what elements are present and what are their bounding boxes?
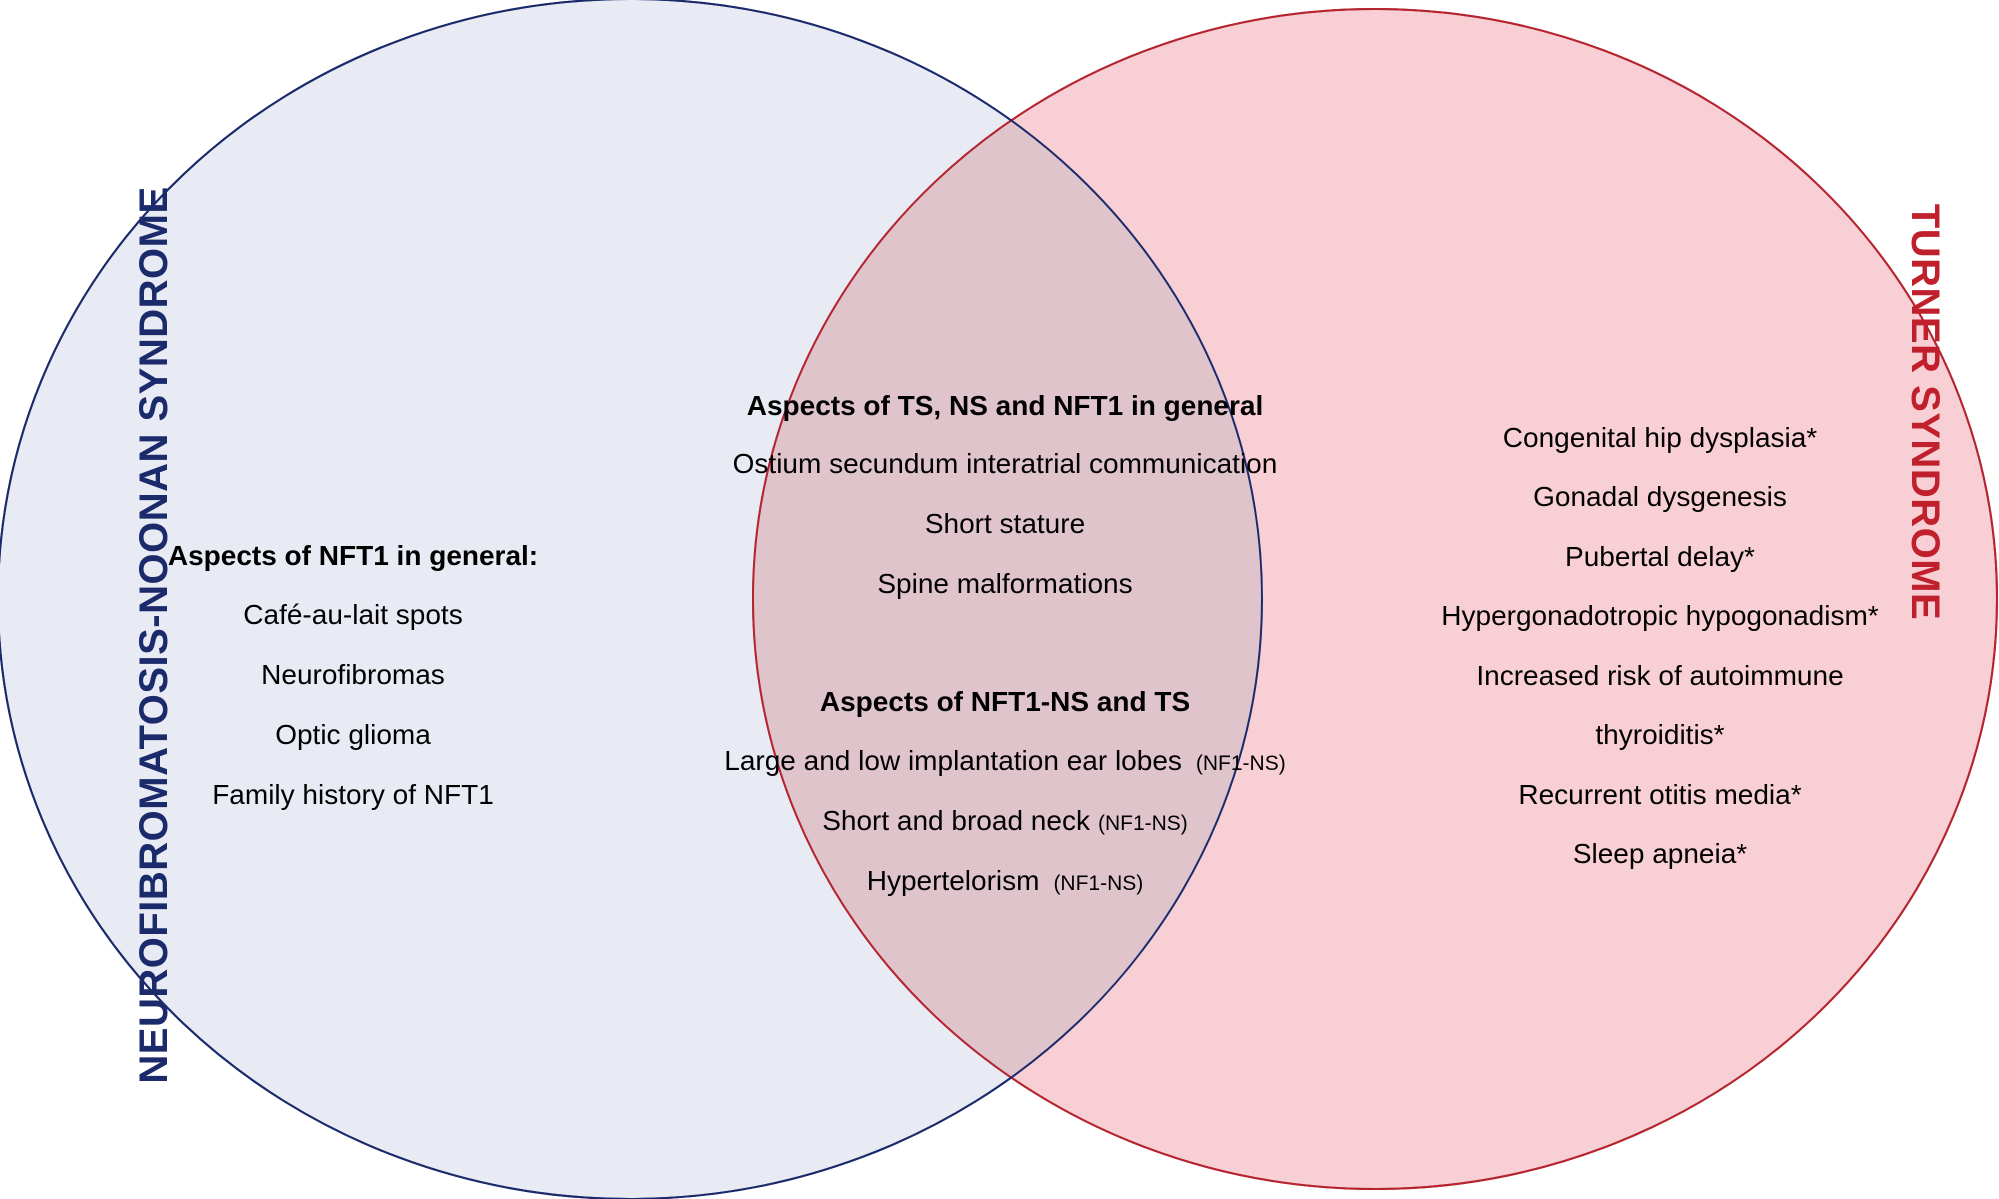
right-circle-title: TURNER SYNDROME [1903,204,1947,620]
overlap-item: Ostium secundum interatrial communicatio… [733,448,1278,479]
right-item: Recurrent otitis media* [1518,779,1801,810]
right-item: Pubertal delay* [1565,541,1755,572]
overlap-region [753,9,1262,1189]
overlap-item-with-tag: Large and low implantation ear lobes (NF1… [724,745,1285,776]
overlap-item-text: Short and broad neck [822,805,1091,836]
right-item: Hypergonadotropic hypogonadism* [1441,600,1878,631]
right-item: Sleep apneia* [1573,838,1747,869]
left-item: Neurofibromas [261,659,445,690]
right-item: Increased risk of autoimmune [1476,660,1843,691]
right-item: Gonadal dysgenesis [1533,481,1787,512]
left-heading: Aspects of NFT1 in general: [168,540,538,571]
right-item: thyroiditis* [1595,719,1724,750]
left-item: Family history of NFT1 [212,779,494,810]
overlap-item: Short stature [925,508,1085,539]
overlap-item-with-tag: Hypertelorism (NF1-NS) [867,865,1144,896]
nf1-ns-tag: (NF1-NS) [1053,872,1143,895]
left-item: Café-au-lait spots [243,599,462,630]
left-item: Optic glioma [275,719,431,750]
overlap-heading-1: Aspects of TS, NS and NFT1 in general [747,390,1264,421]
nf1-ns-tag: (NF1-NS) [1098,812,1188,835]
overlap-item: Spine malformations [877,568,1132,599]
overlap-heading-2: Aspects of NFT1-NS and TS [820,686,1190,717]
left-circle-title: NEUROFIBROMATOSIS-NOONAN SYNDROME [132,186,176,1083]
overlap-item-with-tag: Short and broad neck (NF1-NS) [822,805,1188,836]
nf1-ns-tag: (NF1-NS) [1196,752,1286,775]
overlap-item-text: Hypertelorism [867,865,1040,896]
right-circle-outline [752,8,1998,1190]
left-circle-outline [0,0,1263,1199]
overlap-item-text: Large and low implantation ear lobes [724,745,1182,776]
right-item: Congenital hip dysplasia* [1503,422,1818,453]
